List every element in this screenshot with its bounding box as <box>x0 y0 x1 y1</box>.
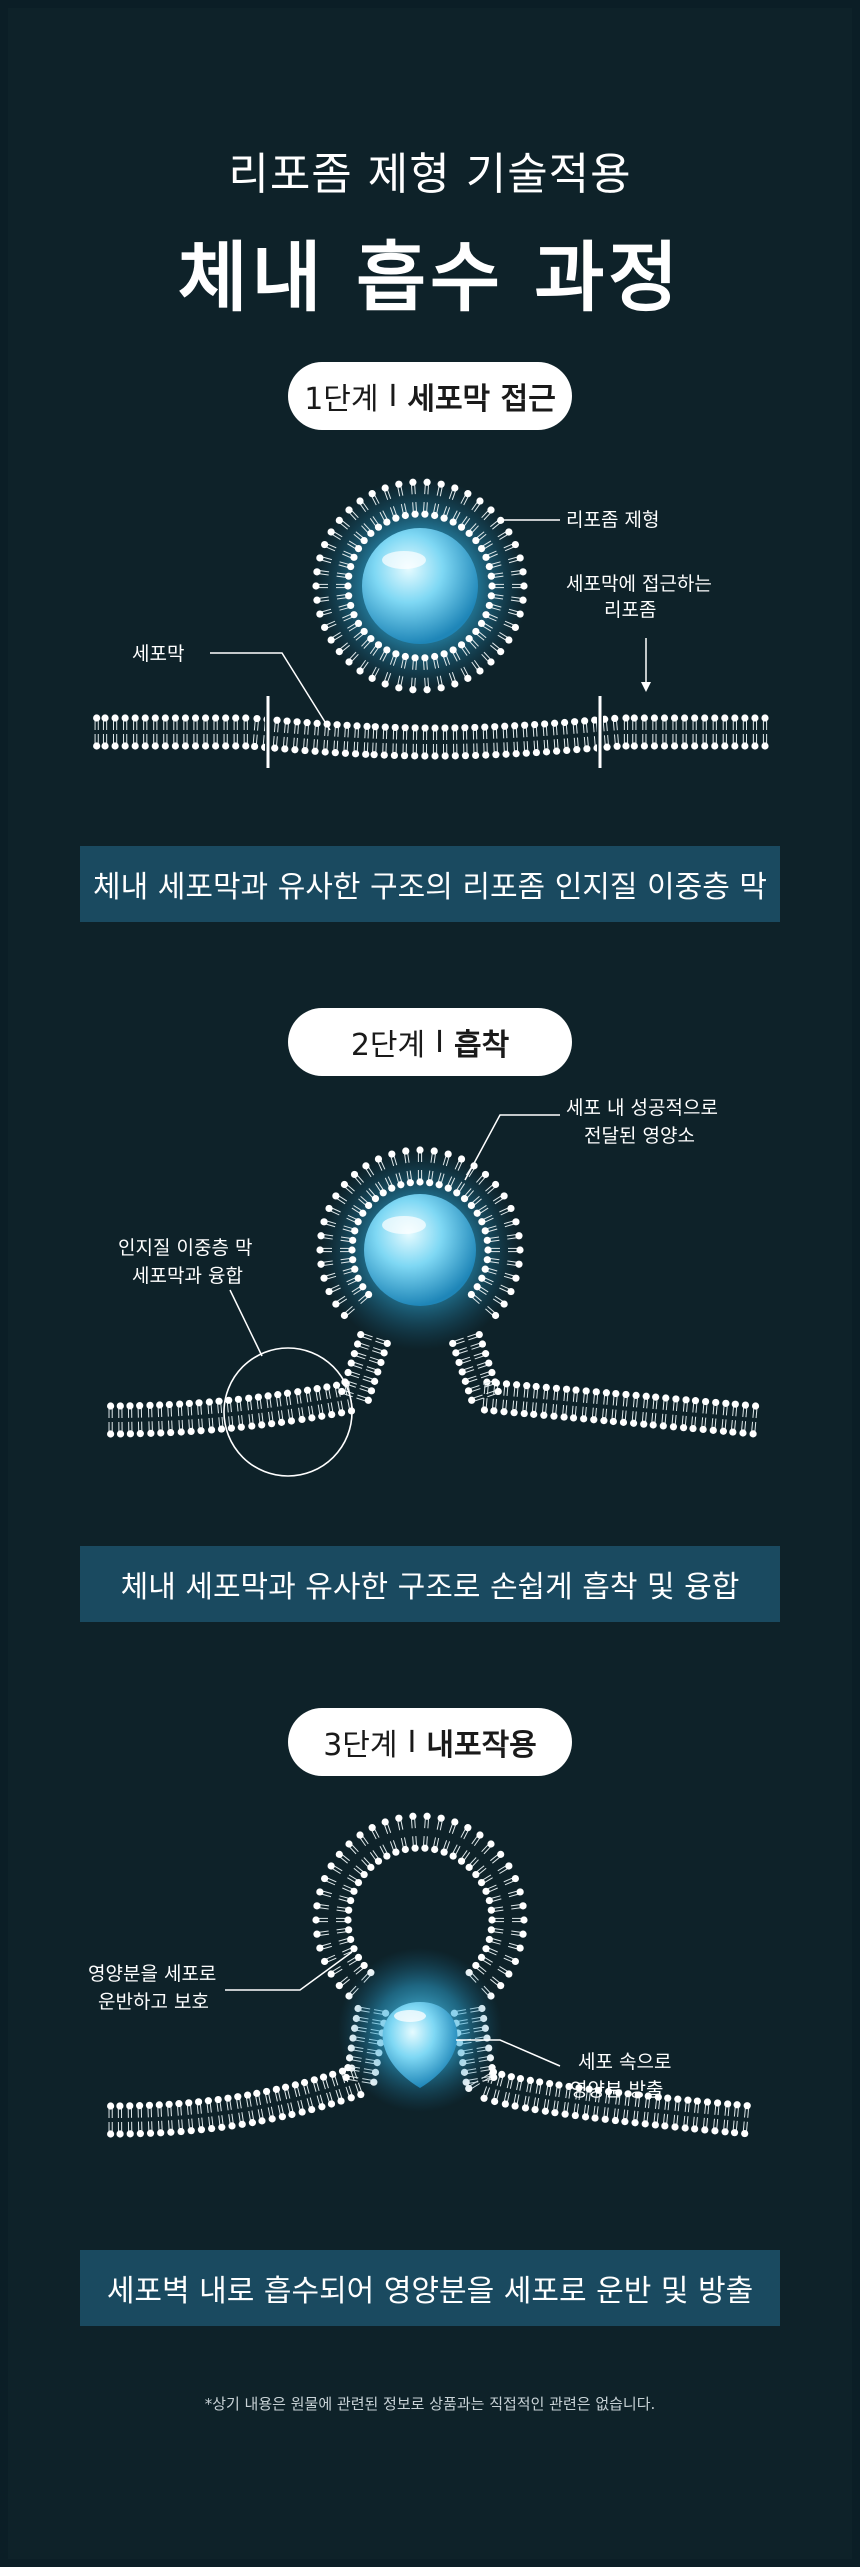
step-3-number: 3단계 <box>323 1728 398 1763</box>
step-2-number: 2단계 <box>350 1028 426 1063</box>
step-1-number: 1단계 <box>304 382 379 417</box>
label-liposome: 리포좀 제형 <box>566 509 660 531</box>
label-fusion-2: 세포막과 융합 <box>132 1265 243 1287</box>
fusing-liposome-bilayer <box>316 1146 524 1320</box>
label-delivered-1: 세포 내 성공적으로 <box>566 1097 718 1119</box>
label-protect-1: 영양분을 세포로 <box>88 1963 217 1985</box>
liposome-highlight <box>382 551 426 569</box>
nutrient-highlight <box>394 2010 426 2022</box>
cell-membrane <box>93 694 769 772</box>
step-2-divider: I <box>435 1024 444 1060</box>
fusing-liposome-core <box>364 1194 476 1306</box>
release-leader <box>456 2039 561 2067</box>
step-1-badge: 1단계 I 세포막 접근 <box>288 362 572 430</box>
label-fusion-1: 인지질 이중층 막 <box>118 1237 253 1259</box>
approach-arrow-head <box>641 682 651 692</box>
label-approach-1: 세포막에 접근하는 <box>566 573 712 595</box>
liposome-core <box>362 528 478 644</box>
fusing-liposome-highlight <box>382 1216 426 1234</box>
protect-leader <box>225 1951 353 1991</box>
step-1-illustration <box>93 478 769 772</box>
page-subtitle: 리포좀 제형 기술적용 <box>228 149 632 200</box>
page-title: 체내 흡수 과정 <box>177 233 683 322</box>
fusing-cell-membrane <box>107 1330 760 1438</box>
label-approach-2: 리포좀 <box>604 599 657 621</box>
step-1-diagram: 리포좀 제형 세포막에 접근하는 리포좀 세포막 <box>0 460 860 820</box>
label-delivered-2: 전달된 영양소 <box>584 1125 695 1147</box>
step-3-name: 내포작용 <box>426 1728 537 1763</box>
delivered-leader <box>464 1114 560 1181</box>
fusion-zone-circle <box>223 1347 353 1477</box>
liposome-bilayer <box>312 478 528 694</box>
step-2-illustration <box>107 1114 760 1477</box>
step-2-name: 흡착 <box>453 1028 510 1063</box>
step-3-badge: 3단계 I 내포작용 <box>288 1708 572 1776</box>
label-release-1: 세포 속으로 <box>578 2051 672 2073</box>
step-3-illustration <box>107 1812 751 2138</box>
footnote: *상기 내용은 원물에 관련된 정보로 상품과는 직접적인 관련은 없습니다. <box>204 2395 656 2413</box>
fusion-leader <box>229 1289 263 1357</box>
label-protect-2: 운반하고 보호 <box>98 1991 209 2013</box>
step-2-badge: 2단계 I 흡착 <box>288 1008 572 1076</box>
step-1-caption: 체내 세포막과 유사한 구조의 리포좀 인지질 이중층 막 <box>80 846 780 922</box>
step-3-caption: 세포벽 내로 흡수되어 영양분을 세포로 운반 및 방출 <box>80 2250 780 2326</box>
step-3-divider: I <box>407 1724 417 1760</box>
label-membrane: 세포막 <box>132 643 185 665</box>
label-release-2: 영양분 방출 <box>570 2079 664 2101</box>
membrane-leader <box>210 652 331 731</box>
step-1-divider: I <box>388 378 398 414</box>
endocytosis-vesicle <box>312 1812 528 2000</box>
nutrient-droplet <box>382 2002 458 2088</box>
step-3-diagram: 영양분을 세포로 운반하고 보호 세포 속으로 영양분 방출 <box>0 1812 860 2220</box>
step-2-caption: 체내 세포막과 유사한 구조로 손쉽게 흡착 및 융합 <box>80 1546 780 1622</box>
step-1-name: 세포막 접근 <box>407 382 556 417</box>
step-2-diagram: 세포 내 성공적으로 전달된 영양소 인지질 이중층 막 세포막과 융합 <box>0 1090 860 1510</box>
